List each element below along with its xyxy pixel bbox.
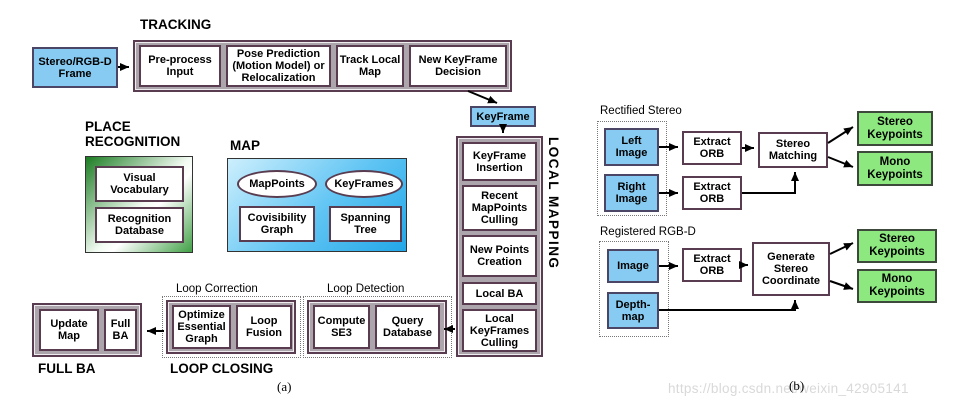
loop-correction-label: Loop Correction	[176, 283, 258, 295]
arrow-generate-to-monokp	[829, 280, 854, 290]
new-keyframe-decision-box: New KeyFrame Decision	[409, 45, 507, 87]
arrow-decision-to-keyframe	[467, 90, 498, 104]
keyframe-box: KeyFrame	[470, 106, 536, 127]
caption-a: (a)	[277, 379, 292, 394]
stereo-matching-box: Stereo Matching	[758, 132, 828, 168]
full-ba-title: FULL BA	[38, 361, 96, 376]
pose-prediction-box: Pose Prediction (Motion Model) or Reloca…	[226, 45, 331, 87]
arrow-matching-to-stereokp	[827, 126, 854, 144]
place-recognition-title: PLACE RECOGNITION	[85, 119, 181, 149]
extract-orb-right-box: Extract ORB	[682, 176, 742, 210]
extract-orb-left-box: Extract ORB	[682, 131, 742, 165]
local-keyframes-culling-box: Local KeyFrames Culling	[462, 309, 537, 352]
stereo-rgbd-frame-box: Stereo/RGB-D Frame	[32, 47, 118, 88]
depth-map-box: Depth-map	[607, 292, 659, 329]
arrow-depthmap-to-generate	[659, 300, 799, 311]
registered-rgbd-label: Registered RGB-D	[600, 226, 696, 238]
mono-keypoints-box-top: Mono Keypoints	[857, 151, 933, 186]
mono-keypoints-box-bottom: Mono Keypoints	[857, 269, 937, 303]
image-box: Image	[607, 249, 659, 283]
covisibility-graph-box: Covisibility Graph	[239, 206, 315, 242]
map-title: MAP	[230, 138, 260, 153]
caption-b: (b)	[789, 378, 805, 393]
arrow-generate-to-stereokp	[829, 242, 854, 255]
track-local-map-box: Track Local Map	[336, 45, 404, 87]
watermark-text: https://blog.csdn.net/weixin_42905141	[668, 381, 909, 396]
preprocess-input-box: Pre-process Input	[139, 45, 221, 87]
arrow-matching-to-monokp	[827, 156, 854, 168]
stereo-keypoints-box-bottom: Stereo Keypoints	[857, 229, 937, 263]
visual-vocabulary-box: Visual Vocabulary	[95, 166, 184, 202]
query-database-box: Query Database	[375, 305, 440, 349]
stereo-keypoints-box-top: Stereo Keypoints	[857, 111, 933, 146]
recent-mappoints-culling-box: Recent MapPoints Culling	[462, 185, 537, 231]
update-map-box: Update Map	[39, 309, 99, 351]
arrow-orb2-to-stereomatching	[742, 172, 799, 194]
optimize-essential-graph-box: Optimize Essential Graph	[172, 305, 231, 349]
spanning-tree-box: Spanning Tree	[329, 206, 402, 242]
extract-orb-rgbd-box: Extract ORB	[682, 248, 742, 282]
left-image-box: Left Image	[604, 128, 659, 166]
generate-stereo-coordinate-box: Generate Stereo Coordinate	[752, 242, 830, 296]
right-image-box: Right Image	[604, 174, 659, 212]
local-ba-box: Local BA	[462, 282, 537, 305]
full-ba-box: Full BA	[104, 309, 137, 351]
loop-fusion-box: Loop Fusion	[236, 305, 292, 349]
keyframe-insertion-box: KeyFrame Insertion	[462, 142, 537, 181]
loop-detection-label: Loop Detection	[327, 283, 405, 295]
loop-closing-title: LOOP CLOSING	[170, 361, 274, 376]
local-mapping-title: LOCAL MAPPING	[546, 137, 561, 270]
rectified-stereo-label: Rectified Stereo	[600, 105, 682, 117]
recognition-database-box: Recognition Database	[95, 207, 184, 243]
compute-se3-box: Compute SE3	[313, 305, 370, 349]
keyframes-ellipse: KeyFrames	[325, 170, 403, 198]
tracking-title: TRACKING	[140, 17, 212, 32]
mappoints-ellipse: MapPoints	[237, 170, 317, 198]
new-points-creation-box: New Points Creation	[462, 235, 537, 277]
